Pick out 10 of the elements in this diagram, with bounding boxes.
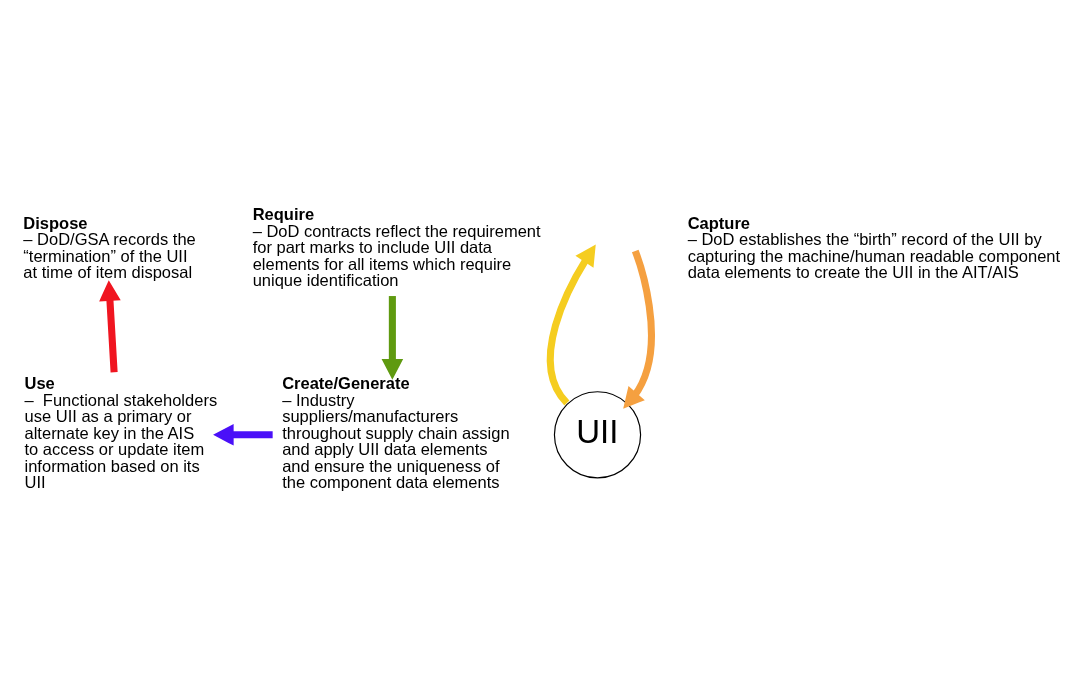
node-text: Dispose – DoD/GSA records the “termination” of the UII at time of item disposal [23,213,196,281]
node-text: Create/Generate – Industry suppliers/manufacturers throughout supply chain assign and apply UII data elements and ensure the uniqueness of the component data elements [282,373,510,491]
node-text: Require – DoD contracts reflect the requirement for part marks to include UII data elements for all items which require unique identification [252,204,541,289]
arrow [99,279,121,372]
arrow [381,295,404,380]
node-text: Capture – DoD establishes the “birth” record of the UII by capturing the machine/human readable component data elements to create the UII in the AIT/AIS [687,213,1061,281]
node-circle: UII [553,390,642,478]
node-text: Use – Functional stakeholders use UII as a primary or alternate key in the AIS to access or update item information based on its UII [24,373,218,491]
arrow [623,249,655,409]
arrow [546,244,596,405]
